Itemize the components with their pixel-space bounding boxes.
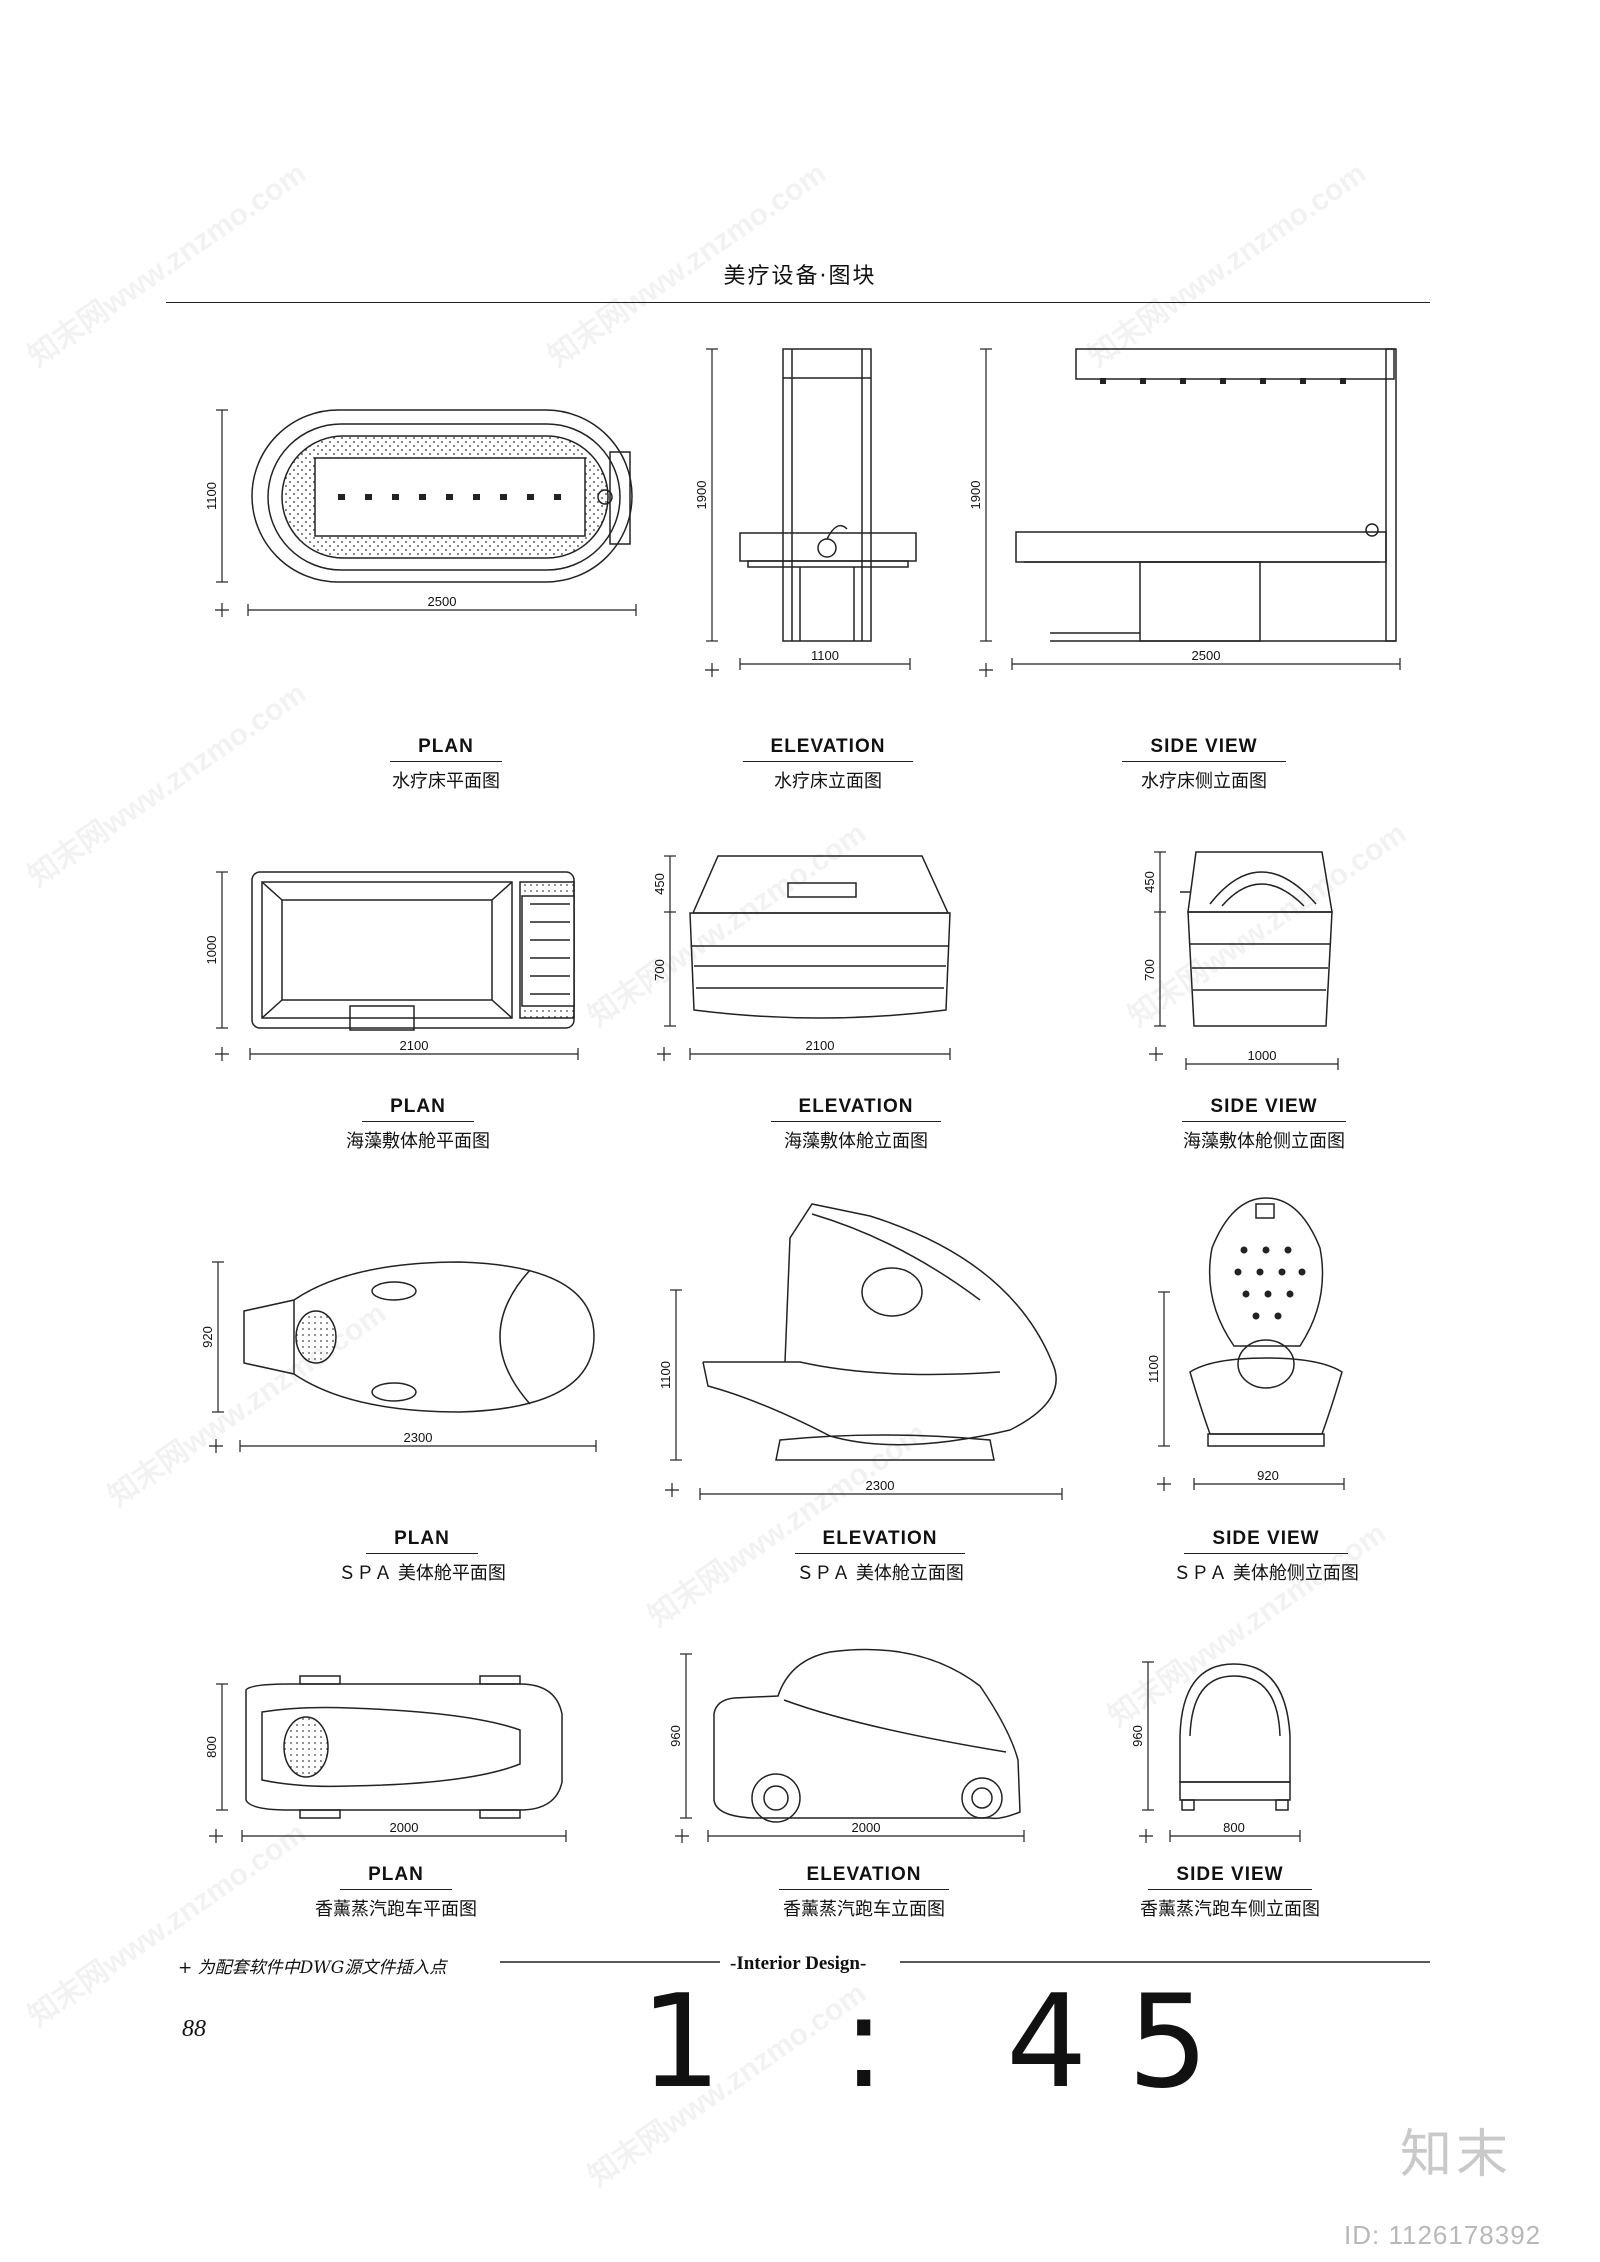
caption-title: 水疗床侧立面图 — [1141, 771, 1267, 792]
caption-title: 香薰蒸汽跑车立面图 — [783, 1899, 945, 1920]
dim-text: 1900 — [694, 481, 709, 510]
dim-text: 450 — [652, 873, 667, 895]
hydro-bed-side — [1015, 348, 1397, 642]
caption-label: PLAN — [390, 736, 502, 762]
caption-label: SIDE VIEW — [1148, 1864, 1312, 1890]
caption-label: ELEVATION — [778, 1864, 950, 1890]
caption-title: 香薰蒸汽跑车侧立面图 — [1140, 1899, 1320, 1920]
caption-title: 香薰蒸汽跑车平面图 — [315, 1899, 477, 1920]
spa-capsule-plan — [243, 1261, 595, 1413]
caption-label: SIDE VIEW — [1184, 1528, 1348, 1554]
footer-note: + 为配套软件中DWG源文件插入点 — [178, 1958, 447, 1978]
dim-text: 1100 — [1146, 1355, 1161, 1383]
dim-text: 2000 — [390, 1820, 419, 1835]
caption-label: ELEVATION — [794, 1528, 966, 1554]
caption-title: 水疗床立面图 — [774, 771, 882, 792]
scale-ratio: 1 : 45 — [640, 1968, 1249, 2117]
caption-label: ELEVATION — [742, 736, 914, 762]
caption-seaweed-plan: PLAN 海藻敷体舱平面图 — [278, 1096, 558, 1153]
seaweed-capsule-side — [1180, 851, 1333, 1027]
spa-capsule-side — [1189, 1197, 1343, 1447]
caption-title: 海藻敷体舱侧立面图 — [1183, 1131, 1345, 1152]
caption-seaweed-elevation: ELEVATION 海藻敷体舱立面图 — [716, 1096, 996, 1153]
dim-text: 700 — [1142, 959, 1157, 981]
dim-text: 1000 — [204, 936, 219, 965]
caption-label: SIDE VIEW — [1122, 736, 1286, 762]
dim-text: 450 — [1142, 871, 1157, 893]
dim-text: 800 — [1223, 1820, 1245, 1835]
caption-hydro-elevation: ELEVATION 水疗床立面图 — [688, 736, 968, 793]
caption-car-side: SIDE VIEW 香薰蒸汽跑车侧立面图 — [1090, 1864, 1370, 1921]
spa-capsule-elevation — [702, 1203, 1057, 1461]
dim-text: 960 — [668, 1725, 683, 1747]
watermark-logo: 知末 — [1400, 2125, 1513, 2185]
caption-label: PLAN — [362, 1096, 474, 1122]
caption-title: ＳＰＡ 美体舱侧立面图 — [1173, 1563, 1359, 1584]
caption-spa-side: SIDE VIEW ＳＰＡ 美体舱侧立面图 — [1126, 1528, 1406, 1585]
caption-hydro-side: SIDE VIEW 水疗床侧立面图 — [1064, 736, 1344, 793]
page-number: 88 — [182, 2016, 206, 2042]
hydro-bed-plan — [251, 409, 633, 583]
caption-title: 海藻敷体舱平面图 — [346, 1131, 490, 1152]
dim-text: 1900 — [968, 481, 983, 510]
dim-text: 1100 — [658, 1361, 673, 1389]
dim-text: 2500 — [428, 594, 457, 609]
caption-spa-elevation: ELEVATION ＳＰＡ 美体舱立面图 — [740, 1528, 1020, 1585]
caption-title: ＳＰＡ 美体舱立面图 — [796, 1563, 964, 1584]
caption-label: SIDE VIEW — [1182, 1096, 1346, 1122]
caption-spa-plan: PLAN ＳＰＡ 美体舱平面图 — [282, 1528, 562, 1585]
caption-title: 海藻敷体舱立面图 — [784, 1131, 928, 1152]
dim-text: 2100 — [400, 1038, 429, 1053]
caption-hydro-plan: PLAN 水疗床平面图 — [306, 736, 586, 793]
caption-title: 水疗床平面图 — [392, 771, 500, 792]
dim-text: 800 — [204, 1736, 219, 1758]
steam-car-plan — [245, 1675, 563, 1819]
dim-text: 2500 — [1192, 648, 1221, 663]
dim-text: 920 — [1257, 1468, 1279, 1483]
dim-text: 960 — [1130, 1725, 1145, 1747]
seaweed-capsule-plan — [251, 871, 575, 1031]
caption-car-elevation: ELEVATION 香薰蒸汽跑车立面图 — [724, 1864, 1004, 1921]
hydro-bed-elevation — [739, 348, 917, 642]
header-rule — [166, 302, 1430, 303]
caption-label: PLAN — [340, 1864, 452, 1890]
caption-label: PLAN — [366, 1528, 478, 1554]
seaweed-capsule-elevation — [689, 855, 951, 1019]
caption-label: ELEVATION — [770, 1096, 942, 1122]
insertion-point-markers — [209, 603, 1171, 1843]
dim-text: 1100 — [811, 648, 839, 663]
watermark-id: ID: 1126178392 — [1344, 2220, 1542, 2250]
steam-car-side — [1179, 1663, 1291, 1811]
dim-text: 1000 — [1248, 1048, 1277, 1063]
footer-brand: -Interior Design- — [730, 1953, 867, 1974]
dimension-lines — [212, 348, 1401, 1842]
page-title: 美疗设备·图块 — [723, 264, 877, 289]
steam-car-elevation — [713, 1648, 1021, 1823]
caption-car-plan: PLAN 香薰蒸汽跑车平面图 — [256, 1864, 536, 1921]
dim-text: 2300 — [404, 1430, 433, 1445]
dim-text: 920 — [200, 1326, 215, 1348]
caption-seaweed-side: SIDE VIEW 海藻敷体舱侧立面图 — [1124, 1096, 1404, 1153]
dim-text: 1100 — [204, 482, 219, 510]
dim-text: 2100 — [806, 1038, 835, 1053]
dim-text: 2300 — [866, 1478, 895, 1493]
dim-text: 2000 — [852, 1820, 881, 1835]
dim-text: 700 — [652, 959, 667, 981]
caption-title: ＳＰＡ 美体舱平面图 — [338, 1563, 506, 1584]
